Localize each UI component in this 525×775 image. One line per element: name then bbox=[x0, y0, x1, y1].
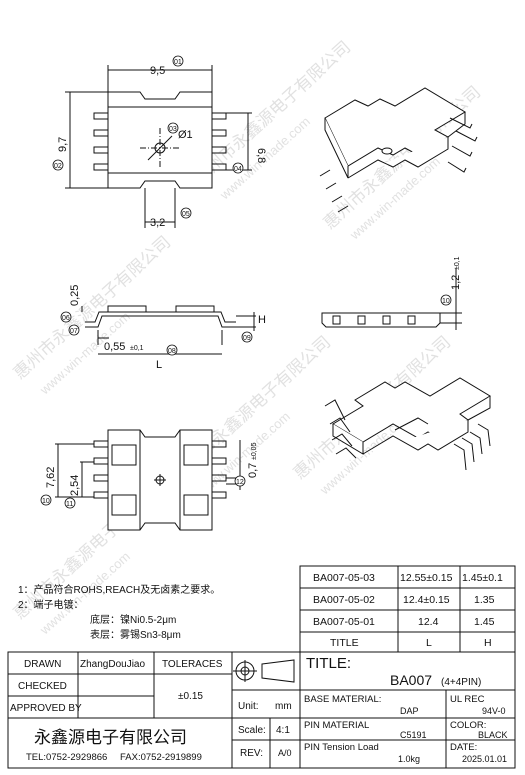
dim-pin-tol: ±0,1 bbox=[130, 345, 144, 352]
isometric-view-top bbox=[319, 87, 478, 213]
balloon-label: 05 bbox=[182, 211, 190, 218]
scale-label: Scale: bbox=[238, 725, 266, 736]
bottom-view-balloons: 10 11 12 bbox=[40, 475, 246, 509]
notes: 1：产品符合ROHS,REACH及无卤素之要求。 2：端子电镀： 底层：镍Ni0… bbox=[18, 583, 220, 641]
variant-title: BA007-05-01 bbox=[313, 616, 375, 628]
note-line-3: 底层：镍Ni0.5-2μm bbox=[90, 613, 176, 626]
variant-L: 12.55±0.15 bbox=[400, 572, 453, 584]
dim-pin: 0,55 bbox=[104, 341, 125, 353]
checked-label: CHECKED bbox=[18, 681, 67, 692]
dim-pad-tol: ±0,05 bbox=[251, 442, 258, 460]
scale-value: 4:1 bbox=[276, 725, 290, 736]
watermark-text: 惠州市永鑫源电子有限公司 bbox=[10, 232, 174, 383]
pin-material-value: C5191 bbox=[400, 730, 427, 740]
dim-height: H bbox=[258, 314, 266, 326]
variant-L: 12.4 bbox=[418, 616, 439, 628]
variant-title: BA007-05-02 bbox=[313, 594, 375, 606]
unit-value: mm bbox=[275, 701, 292, 712]
dim-width: 9,5 bbox=[150, 65, 165, 77]
side-view-balloons: 06 07 08 09 10 bbox=[60, 294, 452, 356]
color-label: COLOR: bbox=[450, 720, 486, 731]
balloon-label: 03 bbox=[169, 126, 177, 133]
balloon-label: 02 bbox=[54, 163, 62, 170]
rev-value: A/0 bbox=[278, 748, 292, 758]
variant-table bbox=[299, 565, 516, 653]
title-block-text: DRAWN ZhangDouJiao CHECKED APPROVED BY T… bbox=[10, 655, 508, 764]
color-value: BLACK bbox=[478, 730, 508, 740]
variant-table-text: BA007-05-03 12.55±0.15 1.45±0.1 BA007-05… bbox=[313, 572, 503, 649]
balloon-label: 10 bbox=[42, 498, 50, 505]
title-block bbox=[7, 651, 516, 769]
dim-pad: 0,7 bbox=[247, 463, 259, 478]
title-pins: (4+4PIN) bbox=[441, 677, 481, 688]
date-label: DATE: bbox=[450, 742, 477, 753]
balloon-label: 12 bbox=[236, 479, 244, 486]
rev-label: REV: bbox=[240, 748, 263, 759]
tolerances-value: ±0.15 bbox=[178, 691, 203, 702]
bottom-view-dims: 2,54 7,62 0,7 ±0,05 bbox=[45, 442, 259, 496]
company-fax: FAX:0752-2919899 bbox=[120, 752, 202, 763]
note-line-1: 1：产品符合ROHS,REACH及无卤素之要求。 bbox=[18, 583, 220, 596]
balloon-label: 09 bbox=[243, 335, 251, 342]
side-view bbox=[81, 305, 256, 355]
variant-H: 1.35 bbox=[474, 594, 495, 606]
top-view bbox=[65, 65, 252, 228]
balloon-label: 01 bbox=[174, 59, 182, 66]
dim-span: 7,62 bbox=[45, 467, 57, 488]
isometric-view-bottom bbox=[324, 377, 491, 471]
note-line-4: 表层：雾锡Sn3-8μm bbox=[90, 628, 181, 641]
dim-length: L bbox=[156, 359, 162, 371]
drawn-label: DRAWN bbox=[24, 659, 61, 670]
balloon-label: 07 bbox=[70, 328, 78, 335]
side-view-dims: 0,25 0,55 ±0,1 L H 1,2 ±0,1 bbox=[69, 256, 462, 371]
dim-inner: 6,8 bbox=[255, 148, 267, 163]
base-material-label: BASE MATERIAL: bbox=[304, 694, 381, 705]
top-view-dims: 9,5 9,7 6,8 Ø1 3,2 bbox=[57, 65, 267, 229]
title-label: TITLE: bbox=[306, 655, 351, 672]
dim-right-tol: ±0,1 bbox=[454, 256, 461, 270]
dim-pitch: 2,54 bbox=[69, 475, 81, 496]
variant-title: BA007-05-03 bbox=[313, 572, 375, 584]
approved-label: APPROVED BY bbox=[10, 703, 82, 714]
company-tel: TEL:0752-2929866 bbox=[26, 752, 107, 763]
ul-rec-label: UL REC bbox=[450, 694, 485, 705]
company-name: 永鑫源电子有限公司 bbox=[34, 728, 187, 747]
pin-tension-label: PIN Tension Load bbox=[304, 742, 379, 753]
variant-H: 1.45±0.1 bbox=[462, 572, 503, 584]
note-line-2: 2：端子电镀： bbox=[18, 598, 84, 611]
unit-label: Unit: bbox=[238, 701, 259, 712]
balloon-label: 04 bbox=[234, 166, 242, 173]
variant-header-H: H bbox=[484, 637, 492, 649]
end-view bbox=[321, 268, 462, 330]
variant-L: 12.4±0.15 bbox=[403, 594, 450, 606]
title-value: BA007 bbox=[390, 672, 432, 688]
balloon-label: 06 bbox=[62, 315, 70, 322]
dim-slot: 3,2 bbox=[150, 217, 165, 229]
pin-tension-value: 1.0kg bbox=[398, 754, 420, 764]
balloon-label: 08 bbox=[168, 348, 176, 355]
variant-H: 1.45 bbox=[474, 616, 495, 628]
base-material-value: DAP bbox=[400, 706, 419, 716]
balloon-label: 11 bbox=[66, 501, 73, 508]
dim-hole: Ø1 bbox=[178, 129, 193, 141]
dim-height: 9,7 bbox=[57, 137, 69, 152]
top-view-balloons: 01 02 03 04 05 bbox=[52, 55, 244, 219]
balloon-label: 10 bbox=[442, 298, 450, 305]
drawn-value: ZhangDouJiao bbox=[80, 659, 145, 670]
tolerances-label: TOLERACES bbox=[162, 659, 223, 670]
pin-material-label: PIN MATERIAL bbox=[304, 720, 369, 731]
dim-thickness: 0,25 bbox=[69, 285, 81, 306]
variant-header-title: TITLE bbox=[330, 637, 359, 649]
date-value: 2025.01.01 bbox=[462, 754, 507, 764]
ul-rec-value: 94V-0 bbox=[482, 706, 506, 716]
variant-header-L: L bbox=[426, 637, 432, 649]
